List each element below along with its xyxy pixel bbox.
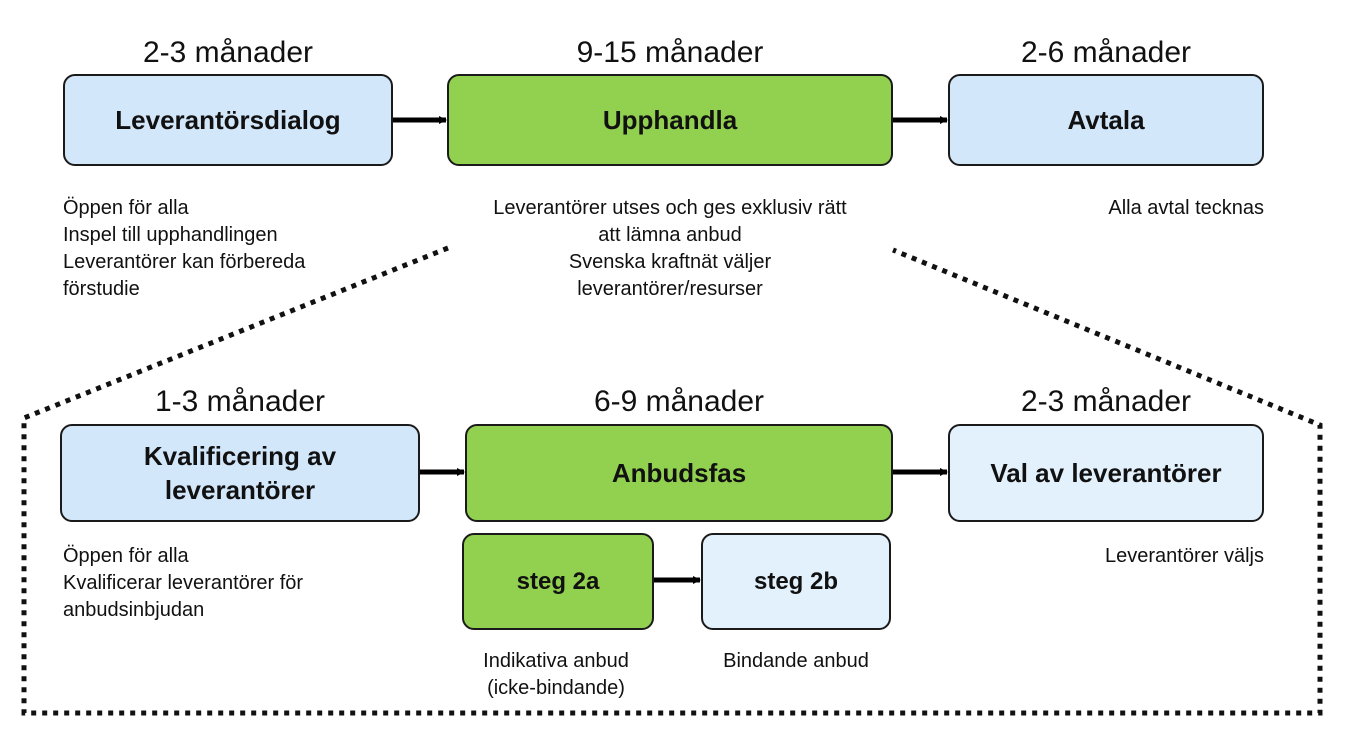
phase-label: Upphandla	[602, 105, 738, 135]
description-line: förstudie	[63, 278, 140, 300]
description-line: Inspel till upphandlingen	[63, 224, 278, 246]
description-line: Öppen för alla	[63, 545, 189, 567]
description-leverantorsdialog: Öppen för alla Inspel till upphandlingen…	[63, 195, 305, 303]
description-line: Leverantörer utses och ges exklusiv rätt	[493, 197, 847, 219]
description-kvalificering: Öppen för alla Kvalificerar leverantörer…	[63, 543, 303, 624]
description-line: Bindande anbud	[723, 650, 869, 672]
description-line: Leverantörer väljs	[1105, 545, 1264, 567]
description-line: Indikativa anbud	[483, 650, 629, 672]
phase-box-leverantorsdialog: Leverantörsdialog	[63, 74, 393, 166]
zoom-outline	[21, 245, 1323, 716]
description-line: Öppen för alla	[63, 197, 189, 219]
substep-box-2a: steg 2a	[462, 533, 654, 630]
description-substep-2a: Indikativa anbud (icke-bindande)	[446, 648, 666, 702]
substep-label: steg 2a	[516, 567, 600, 595]
duration-upphandla: 9-15 månader	[576, 36, 764, 69]
description-line: Leverantörer kan förbereda	[63, 251, 306, 273]
description-line: (icke-bindande)	[487, 677, 625, 699]
phase-label: Anbudsfas	[611, 458, 747, 488]
phase-box-kvalificering: Kvalificering av leverantörer	[60, 424, 420, 522]
phase-label-line: leverantörer	[164, 475, 316, 505]
description-upphandla: Leverantörer utses och ges exklusiv rätt…	[420, 195, 920, 303]
description-avtala: Alla avtal tecknas	[964, 195, 1264, 222]
description-val-av-leverantorer: Leverantörer väljs	[964, 543, 1264, 570]
duration-avtala: 2-6 månader	[1020, 36, 1192, 69]
phase-label: Leverantörsdialog	[115, 105, 341, 135]
phase-box-anbudsfas: Anbudsfas	[465, 424, 893, 522]
phase-box-avtala: Avtala	[948, 74, 1264, 166]
description-substep-2b: Bindande anbud	[676, 648, 916, 675]
description-line: Alla avtal tecknas	[1108, 197, 1264, 219]
description-line: leverantörer/resurser	[577, 278, 763, 300]
phase-label-line: Kvalificering av	[143, 441, 337, 471]
substep-label: steg 2b	[753, 567, 839, 595]
duration-leverantorsdialog: 2-3 månader	[142, 36, 314, 69]
phase-label: Val av leverantörer	[990, 458, 1222, 488]
phase-box-val-av-leverantorer: Val av leverantörer	[948, 424, 1264, 522]
description-line: Kvalificerar leverantörer för	[63, 572, 304, 594]
substep-box-2b: steg 2b	[701, 533, 891, 630]
duration-val-av-leverantorer: 2-3 månader	[1020, 385, 1192, 418]
description-line: anbudsinbjudan	[63, 599, 205, 621]
phase-label: Avtala	[1067, 105, 1145, 135]
phase-box-upphandla: Upphandla	[447, 74, 893, 166]
description-line: att lämna anbud	[598, 224, 742, 246]
description-line: Svenska kraftnät väljer	[568, 251, 772, 273]
duration-anbudsfas: 6-9 månader	[593, 385, 765, 418]
duration-kvalificering: 1-3 månader	[154, 385, 326, 418]
